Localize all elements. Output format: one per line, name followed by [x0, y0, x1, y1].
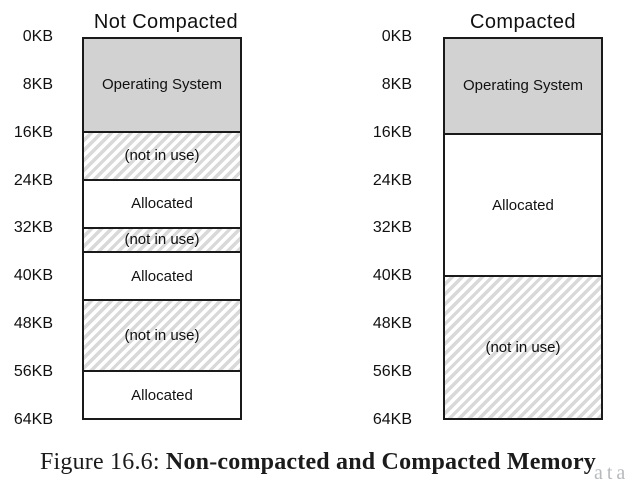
- left-tick-40kb: 40KB: [13, 267, 53, 284]
- right-tick-48kb: 48KB: [372, 315, 412, 332]
- right-diagram-title: Compacted: [470, 11, 576, 33]
- right-tick-40kb: 40KB: [372, 267, 412, 284]
- figure-caption-prefix: Figure 16.6:: [39, 449, 160, 475]
- right-tick-64kb: 64KB: [372, 411, 412, 428]
- figure-caption-title: Non-compacted and Compacted Memory: [165, 449, 597, 475]
- right-tick-56kb: 56KB: [372, 363, 412, 380]
- left-segment-allocated-3: Allocated: [84, 370, 240, 418]
- left-tick-64kb: 64KB: [13, 411, 53, 428]
- right-segment-allocated: Allocated: [445, 132, 601, 276]
- figure-caption: Figure 16.6: Non-compacted and Compacted…: [40, 449, 596, 476]
- left-tick-32kb: 32KB: [13, 219, 53, 236]
- left-tick-24kb: 24KB: [13, 172, 53, 189]
- left-tick-0kb: 0KB: [22, 28, 53, 45]
- left-tick-16kb: 16KB: [13, 124, 53, 141]
- right-segment-not-in-use: (not in use): [445, 275, 601, 418]
- right-segment-operating-system: Operating System: [445, 39, 601, 133]
- right-tick-16kb: 16KB: [372, 124, 412, 141]
- watermark-text: ata: [594, 462, 630, 484]
- right-tick-24kb: 24KB: [372, 172, 412, 189]
- right-tick-8kb: 8KB: [381, 76, 412, 93]
- left-segment-operating-system: Operating System: [84, 39, 240, 131]
- left-diagram-title: Not Compacted: [93, 11, 239, 33]
- left-tick-56kb: 56KB: [13, 363, 53, 380]
- left-segment-not-in-use-1: (not in use): [84, 130, 240, 179]
- left-segment-allocated-2: Allocated: [84, 251, 240, 300]
- right-tick-32kb: 32KB: [372, 219, 412, 236]
- left-tick-8kb: 8KB: [22, 76, 53, 93]
- left-segment-allocated-1: Allocated: [84, 178, 240, 227]
- left-segment-not-in-use-3: (not in use): [84, 299, 240, 371]
- right-tick-0kb: 0KB: [381, 28, 412, 45]
- left-tick-48kb: 48KB: [13, 315, 53, 332]
- left-segment-not-in-use-2: (not in use): [84, 226, 240, 252]
- left-memory-box: Operating System (not in use) Allocated …: [82, 37, 242, 420]
- right-memory-box: Operating System Allocated (not in use): [443, 37, 603, 420]
